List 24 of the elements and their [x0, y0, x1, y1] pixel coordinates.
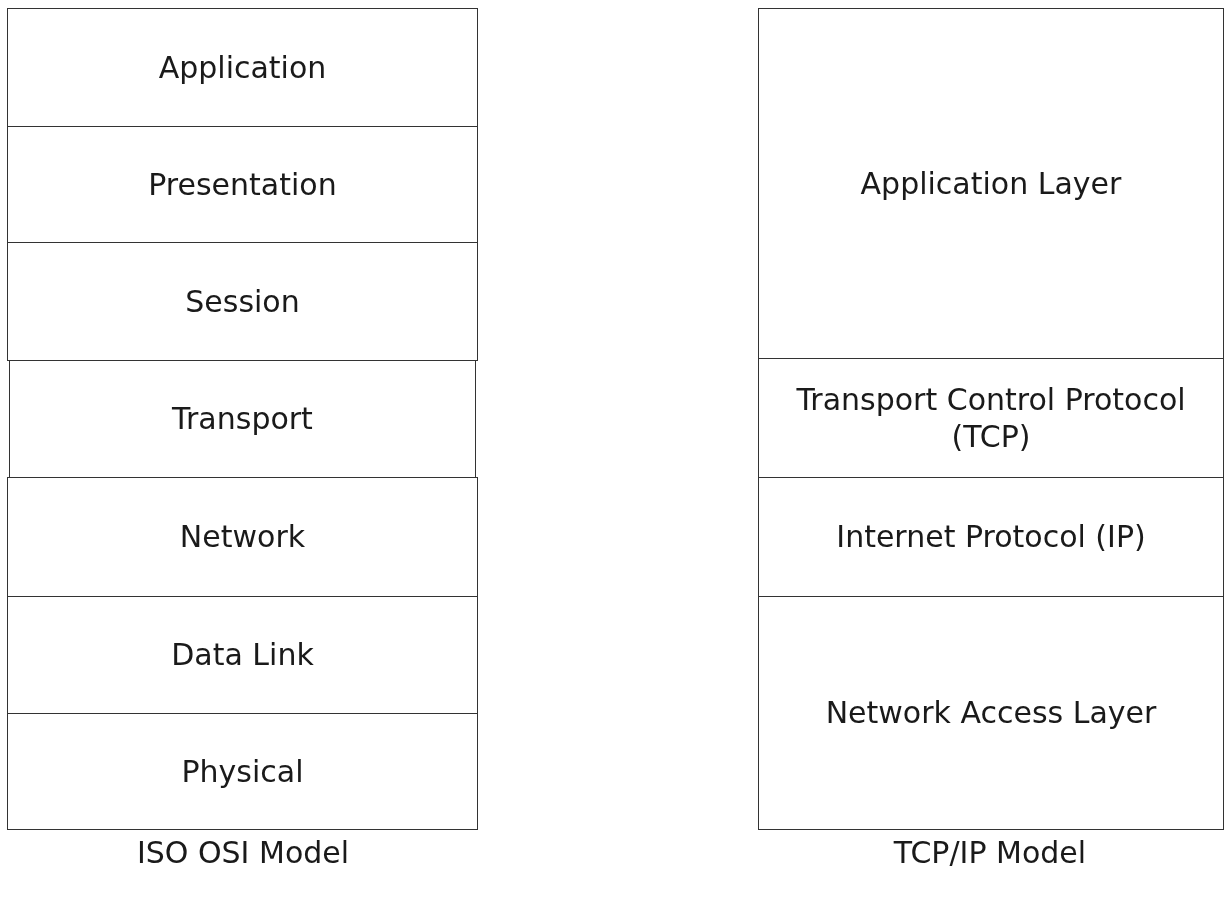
layer-name: Network — [179, 518, 306, 556]
layer-box — [7, 126, 478, 243]
layer-box — [758, 358, 1224, 478]
layer-box — [758, 8, 1224, 359]
layer-name: Transport Control Protocol (TCP) — [795, 380, 1187, 456]
layer-box — [7, 713, 478, 830]
layer-box — [9, 360, 476, 478]
layer-name: Presentation — [148, 165, 337, 204]
layer-box — [758, 596, 1224, 830]
layer-name: Internet Protocol (IP) — [836, 518, 1146, 556]
model-caption: TCP/IP Model — [892, 835, 1088, 870]
layer-name: Physical — [181, 752, 304, 791]
layer-name: Data Link — [171, 636, 314, 674]
layer-name: Session — [185, 282, 300, 321]
model-caption: ISO OSI Model — [135, 835, 351, 870]
layer-name: Transport — [172, 400, 313, 438]
layer-box — [7, 477, 478, 597]
layer-box — [758, 477, 1224, 597]
layer-name: Application — [158, 48, 327, 87]
layer-box — [7, 596, 478, 714]
layer-box — [7, 242, 478, 361]
layer-name: Network Access Layer — [825, 694, 1157, 732]
layer-box — [7, 8, 478, 127]
layer-name: Application Layer — [860, 164, 1122, 203]
